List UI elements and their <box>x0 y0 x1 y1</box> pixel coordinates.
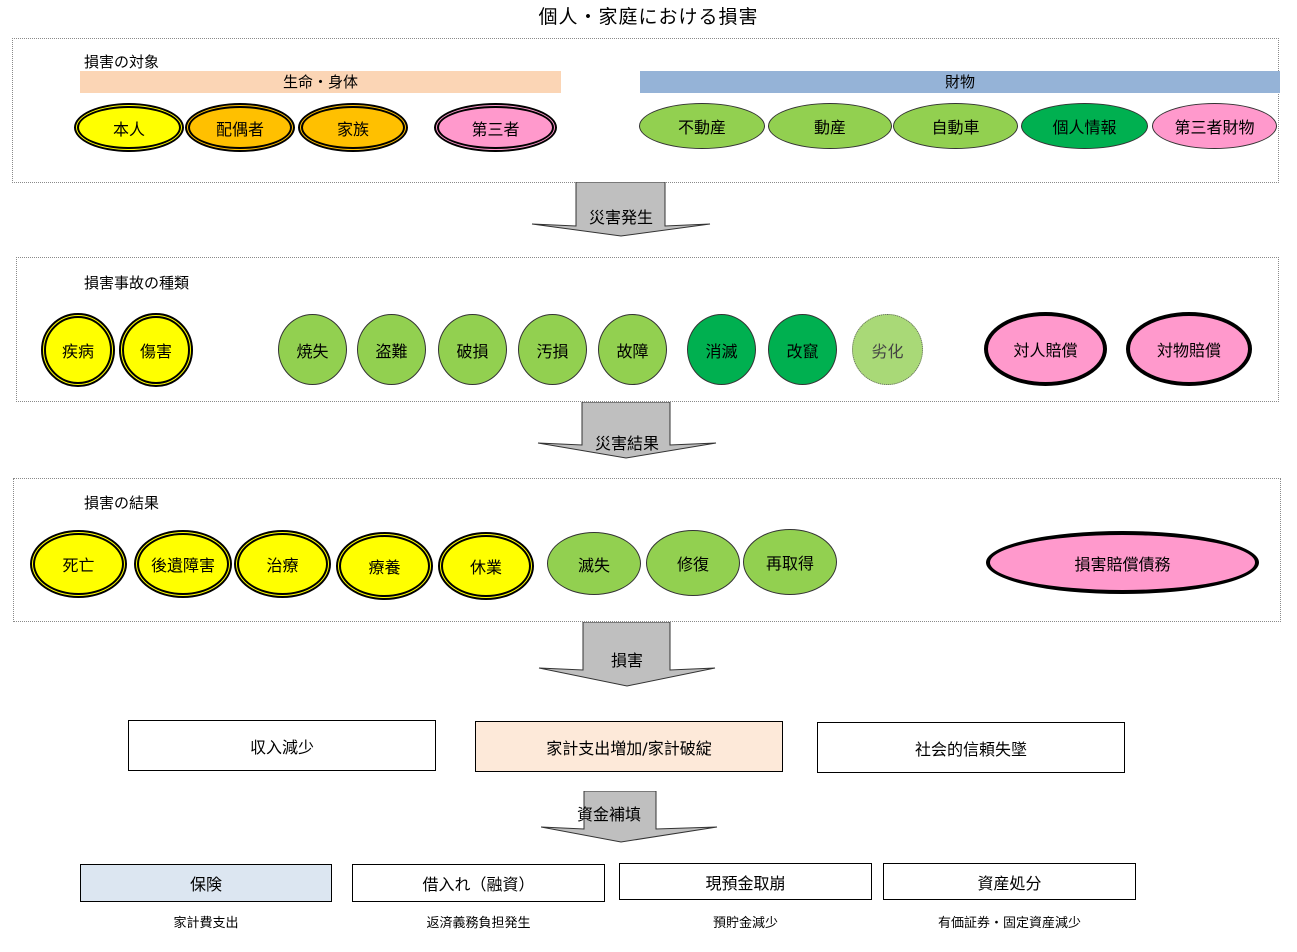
target-personal-info: 個人情報 <box>1021 103 1148 149</box>
oval-label: 本人 <box>112 119 145 139</box>
oval-label: 対人賠償 <box>1013 341 1078 360</box>
box-label: 資産処分 <box>977 873 1042 893</box>
arrow-label: 資金補填 <box>576 805 641 824</box>
funding-cash-withdrawal-note: 預貯金減少 <box>712 916 778 931</box>
down-arrow-icon <box>541 791 718 843</box>
funding-borrowing: 借入れ（融資） <box>352 864 605 902</box>
result-treatment: 治療 <box>234 530 331 598</box>
impact-social-trust-loss: 社会的信頼失墜 <box>817 722 1125 773</box>
oval-label: 損害賠償債務 <box>1074 554 1171 574</box>
oval-label: 不動産 <box>677 118 726 137</box>
impact-household-expense: 家計支出増加/家計破綻 <box>475 721 783 772</box>
funding-borrowing-note: 返済義務負担発生 <box>426 916 531 931</box>
accident-bodily-liability: 対人賠償 <box>984 312 1107 386</box>
target-self: 本人 <box>74 103 184 152</box>
property-band: 財物 <box>640 71 1280 93</box>
oval-label: 疾病 <box>61 342 94 361</box>
damage-result-panel-label: 損害の結果 <box>84 494 160 512</box>
accident-type-panel-label: 損害事故の種類 <box>84 274 190 292</box>
target-automobile: 自動車 <box>893 103 1018 149</box>
result-liability-debt: 損害賠償債務 <box>986 531 1259 594</box>
impact-income-decrease: 収入減少 <box>128 720 436 771</box>
oval-label: 焼失 <box>296 341 329 361</box>
arrow-funding: 資金補填 <box>541 791 721 843</box>
page-title: 個人・家庭における損害 <box>538 6 759 28</box>
accident-theft: 盗難 <box>357 314 426 385</box>
oval-label: 家族 <box>336 119 369 139</box>
funding-insurance: 保険 <box>80 864 332 902</box>
oval-label: 劣化 <box>871 341 904 361</box>
oval-label: 第三者 <box>471 119 520 139</box>
funding-cash-withdrawal: 現預金取崩 <box>619 863 872 900</box>
box-label: 収入減少 <box>249 737 314 757</box>
result-recuperation: 療養 <box>336 532 433 600</box>
accident-tampering: 改竄 <box>768 314 837 385</box>
oval-label: 療養 <box>368 558 401 577</box>
arrow-damage: 損害 <box>537 622 717 688</box>
target-family: 家族 <box>298 103 408 152</box>
result-reacquisition: 再取得 <box>743 529 837 595</box>
arrow-label: 損害 <box>610 651 643 670</box>
result-repair: 修復 <box>646 530 740 596</box>
arrow-disaster-occurrence: 災害発生 <box>530 182 712 237</box>
down-arrow-icon <box>531 182 711 237</box>
oval-label: 自動車 <box>931 118 980 137</box>
funding-insurance-note: 家計費支出 <box>173 916 239 931</box>
target-spouse: 配偶者 <box>185 103 295 152</box>
accident-erasure: 消滅 <box>687 314 756 385</box>
target-real-estate: 不動産 <box>639 103 765 149</box>
oval-label: 破損 <box>456 341 489 361</box>
accident-breakage: 破損 <box>438 314 507 385</box>
box-label: 家計支出増加/家計破綻 <box>546 738 712 758</box>
oval-label: 改竄 <box>786 341 819 361</box>
oval-label: 配偶者 <box>215 119 264 139</box>
oval-label: 傷害 <box>139 342 172 361</box>
target-third-party-property: 第三者財物 <box>1152 103 1277 149</box>
oval-label: 動産 <box>813 118 846 137</box>
oval-label: 第三者財物 <box>1174 118 1255 137</box>
down-arrow-icon <box>538 622 716 687</box>
oval-label: 休業 <box>469 558 502 577</box>
accident-degradation: 劣化 <box>852 314 923 385</box>
arrow-label: 災害結果 <box>594 434 659 453</box>
result-total-loss: 滅失 <box>547 532 641 595</box>
funding-asset-disposal-note: 有価証券・固定資産減少 <box>937 916 1081 931</box>
oval-label: 消滅 <box>705 341 738 361</box>
result-aftereffect: 後遺障害 <box>134 530 232 598</box>
oval-label: 盗難 <box>375 341 408 361</box>
box-label: 社会的信頼失墜 <box>914 739 1027 759</box>
accident-soiling: 汚損 <box>518 314 587 385</box>
oval-label: 対物賠償 <box>1156 341 1221 360</box>
result-death: 死亡 <box>30 530 127 598</box>
target-movables: 動産 <box>768 103 892 149</box>
oval-label: 個人情報 <box>1052 118 1117 137</box>
down-arrow-icon <box>537 402 717 459</box>
oval-label: 後遺障害 <box>150 556 215 575</box>
accident-illness: 疾病 <box>41 313 115 387</box>
accident-property-liability: 対物賠償 <box>1126 312 1252 386</box>
box-label: 借入れ（融資） <box>422 875 535 894</box>
target-panel-label: 損害の対象 <box>84 53 160 71</box>
result-absence: 休業 <box>438 532 534 600</box>
box-label: 保険 <box>189 875 222 894</box>
oval-label: 死亡 <box>62 556 95 575</box>
accident-fire-loss: 焼失 <box>278 314 347 385</box>
oval-label: 修復 <box>676 555 709 574</box>
oval-label: 汚損 <box>536 341 569 361</box>
oval-label: 治療 <box>266 556 299 575</box>
oval-label: 再取得 <box>765 554 814 573</box>
accident-injury: 傷害 <box>119 313 193 387</box>
box-label: 現預金取崩 <box>705 873 786 893</box>
oval-label: 故障 <box>616 341 649 361</box>
life-body-band: 生命・身体 <box>80 71 561 93</box>
accident-malfunction: 故障 <box>598 314 667 385</box>
target-third-party: 第三者 <box>434 103 557 152</box>
oval-label: 滅失 <box>577 555 610 575</box>
funding-asset-disposal: 資産処分 <box>883 863 1136 900</box>
arrow-disaster-result: 災害結果 <box>536 402 718 459</box>
arrow-label: 災害発生 <box>588 208 653 227</box>
